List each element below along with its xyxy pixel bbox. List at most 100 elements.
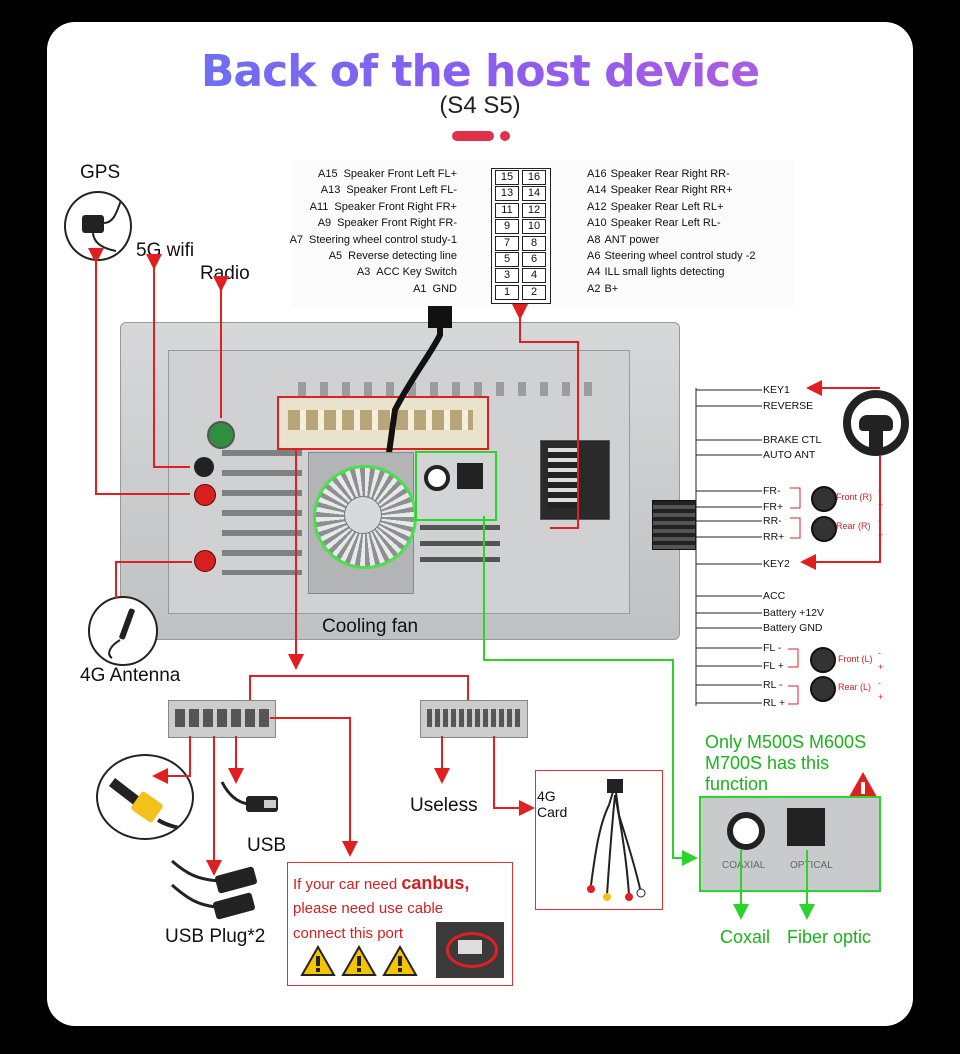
warning-icon-1 bbox=[300, 944, 336, 977]
canbus-note-emphasis: canbus, bbox=[401, 873, 470, 893]
harness-wire-label: RR- bbox=[763, 515, 782, 527]
gps-label: GPS bbox=[80, 162, 121, 183]
usb-plug-icon bbox=[168, 855, 268, 925]
card-4g-cable-icon bbox=[575, 775, 655, 903]
speaker-front-l-label: Front (L) bbox=[838, 654, 873, 664]
harness-wire-label: FL + bbox=[763, 660, 784, 672]
cooling-fan-label: Cooling fan bbox=[322, 616, 419, 637]
cooling-fan-hub bbox=[344, 496, 382, 534]
title-dot bbox=[500, 131, 510, 141]
pin-label: Speaker Front Right FR+ bbox=[334, 200, 457, 213]
pin-number-box: 4 bbox=[522, 268, 546, 284]
harness-wire-label: FR+ bbox=[763, 501, 784, 513]
antenna-4g-icon bbox=[88, 596, 158, 666]
polarity-fr-minus: - bbox=[878, 486, 881, 496]
page-subtitle: (S4 S5) bbox=[439, 92, 521, 119]
pin-label: Speaker Rear Right RR+ bbox=[610, 184, 733, 197]
pin-number-box: 5 bbox=[495, 252, 519, 267]
pin-code: A8 bbox=[587, 233, 601, 246]
pin-label: Speaker Rear Left RL+ bbox=[610, 200, 724, 213]
harness-wire-label: RL + bbox=[763, 697, 786, 709]
audio-ports-box bbox=[415, 451, 497, 521]
polarity-rr-plus: + bbox=[878, 530, 884, 540]
usb-label: USB bbox=[247, 835, 287, 856]
pin-label: Speaker Front Right FR- bbox=[337, 217, 457, 230]
pin-label: Steering wheel control study -2 bbox=[604, 250, 756, 262]
pin-code: A6 bbox=[587, 250, 601, 262]
speaker-rear-r-label: Rear (R) bbox=[836, 521, 871, 531]
harness-wire-label: AUTO ANT bbox=[763, 449, 816, 461]
pin-code: A7 bbox=[289, 233, 304, 246]
pin-label: Steering wheel control study-1 bbox=[309, 233, 457, 246]
title-underline bbox=[452, 131, 494, 141]
pin-code: A12 bbox=[587, 200, 607, 213]
pin-code: A14 bbox=[587, 184, 607, 197]
pin-number-box: 12 bbox=[522, 202, 546, 218]
radio-label: Radio bbox=[200, 263, 250, 284]
antenna-4g-label: 4G Antenna bbox=[80, 665, 181, 686]
harness-wire-label: KEY1 bbox=[763, 384, 790, 396]
gps-antenna-icon bbox=[64, 191, 132, 261]
harness-socket-slots bbox=[288, 410, 473, 430]
harness-wire-label: RR+ bbox=[763, 531, 785, 543]
harness-wire-label: BRAKE CTL bbox=[763, 434, 822, 446]
pin-label: Reverse detecting line bbox=[348, 250, 457, 262]
pin-code: A16 bbox=[587, 168, 607, 180]
pin-number-box: 10 bbox=[522, 219, 546, 235]
coaxial-port-zoom-icon bbox=[727, 812, 765, 850]
optical-port-icon bbox=[457, 463, 483, 489]
pin-code: A10 bbox=[587, 217, 607, 230]
polarity-fr-plus: + bbox=[878, 500, 884, 510]
speaker-rear-l-label: Rear (L) bbox=[838, 682, 872, 692]
harness-fan-lines bbox=[695, 388, 762, 706]
pin-number-box: 1 bbox=[495, 284, 519, 300]
pin-code: A11 bbox=[309, 200, 329, 213]
harness-wire-label: Battery +12V bbox=[763, 607, 824, 619]
polarity-fl-plus: + bbox=[878, 662, 884, 672]
pin-label: ACC Key Switch bbox=[376, 266, 457, 279]
pin-number-box: 7 bbox=[495, 235, 519, 251]
pin-number-box: 6 bbox=[522, 252, 546, 267]
warning-icon-3 bbox=[382, 944, 418, 977]
pin-code: A5 bbox=[328, 250, 343, 262]
side-connector-pins bbox=[548, 448, 578, 508]
canbus-note-line3: connect this port bbox=[293, 925, 404, 942]
pin-number-box: 15 bbox=[495, 170, 519, 185]
speaker-front-l-icon bbox=[810, 647, 836, 673]
coaxial-port-icon bbox=[424, 465, 450, 491]
polarity-rr-minus: - bbox=[878, 516, 881, 526]
pinout-left-row: A11 Speaker Front Right FR+ bbox=[310, 201, 457, 213]
pin-code: A3 bbox=[356, 266, 371, 279]
speaker-rear-r-icon bbox=[811, 516, 837, 542]
useless-connector bbox=[420, 700, 528, 738]
pinout-left-row: A9 Speaker Front Right FR- bbox=[318, 217, 457, 229]
harness-cable bbox=[385, 306, 452, 461]
heatsink-fins bbox=[222, 450, 302, 575]
pin-code: A4 bbox=[587, 266, 601, 279]
canbus-note-pre: If your car need bbox=[293, 876, 402, 893]
harness-wire-label: KEY2 bbox=[763, 558, 790, 570]
harness-wire-label: ACC bbox=[763, 590, 786, 602]
pin-label: Speaker Rear Right RR- bbox=[610, 168, 730, 180]
pinout-left-row: A5 Reverse detecting line bbox=[329, 250, 457, 262]
polarity-rl-minus: - bbox=[878, 678, 881, 688]
pin-code: A9 bbox=[317, 217, 332, 230]
radio-port-icon bbox=[207, 421, 235, 449]
antenna-4g-port-icon bbox=[194, 550, 216, 572]
rca-plug-icon bbox=[96, 754, 194, 840]
pin-label: ANT power bbox=[604, 233, 660, 246]
wifi-port-icon bbox=[194, 457, 214, 477]
pin-label: Speaker Rear Left RL- bbox=[610, 217, 721, 230]
polarity-fl-minus: - bbox=[878, 648, 881, 658]
speaker-front-r-label: Front (R) bbox=[836, 492, 872, 502]
speaker-front-r-icon bbox=[811, 486, 837, 512]
